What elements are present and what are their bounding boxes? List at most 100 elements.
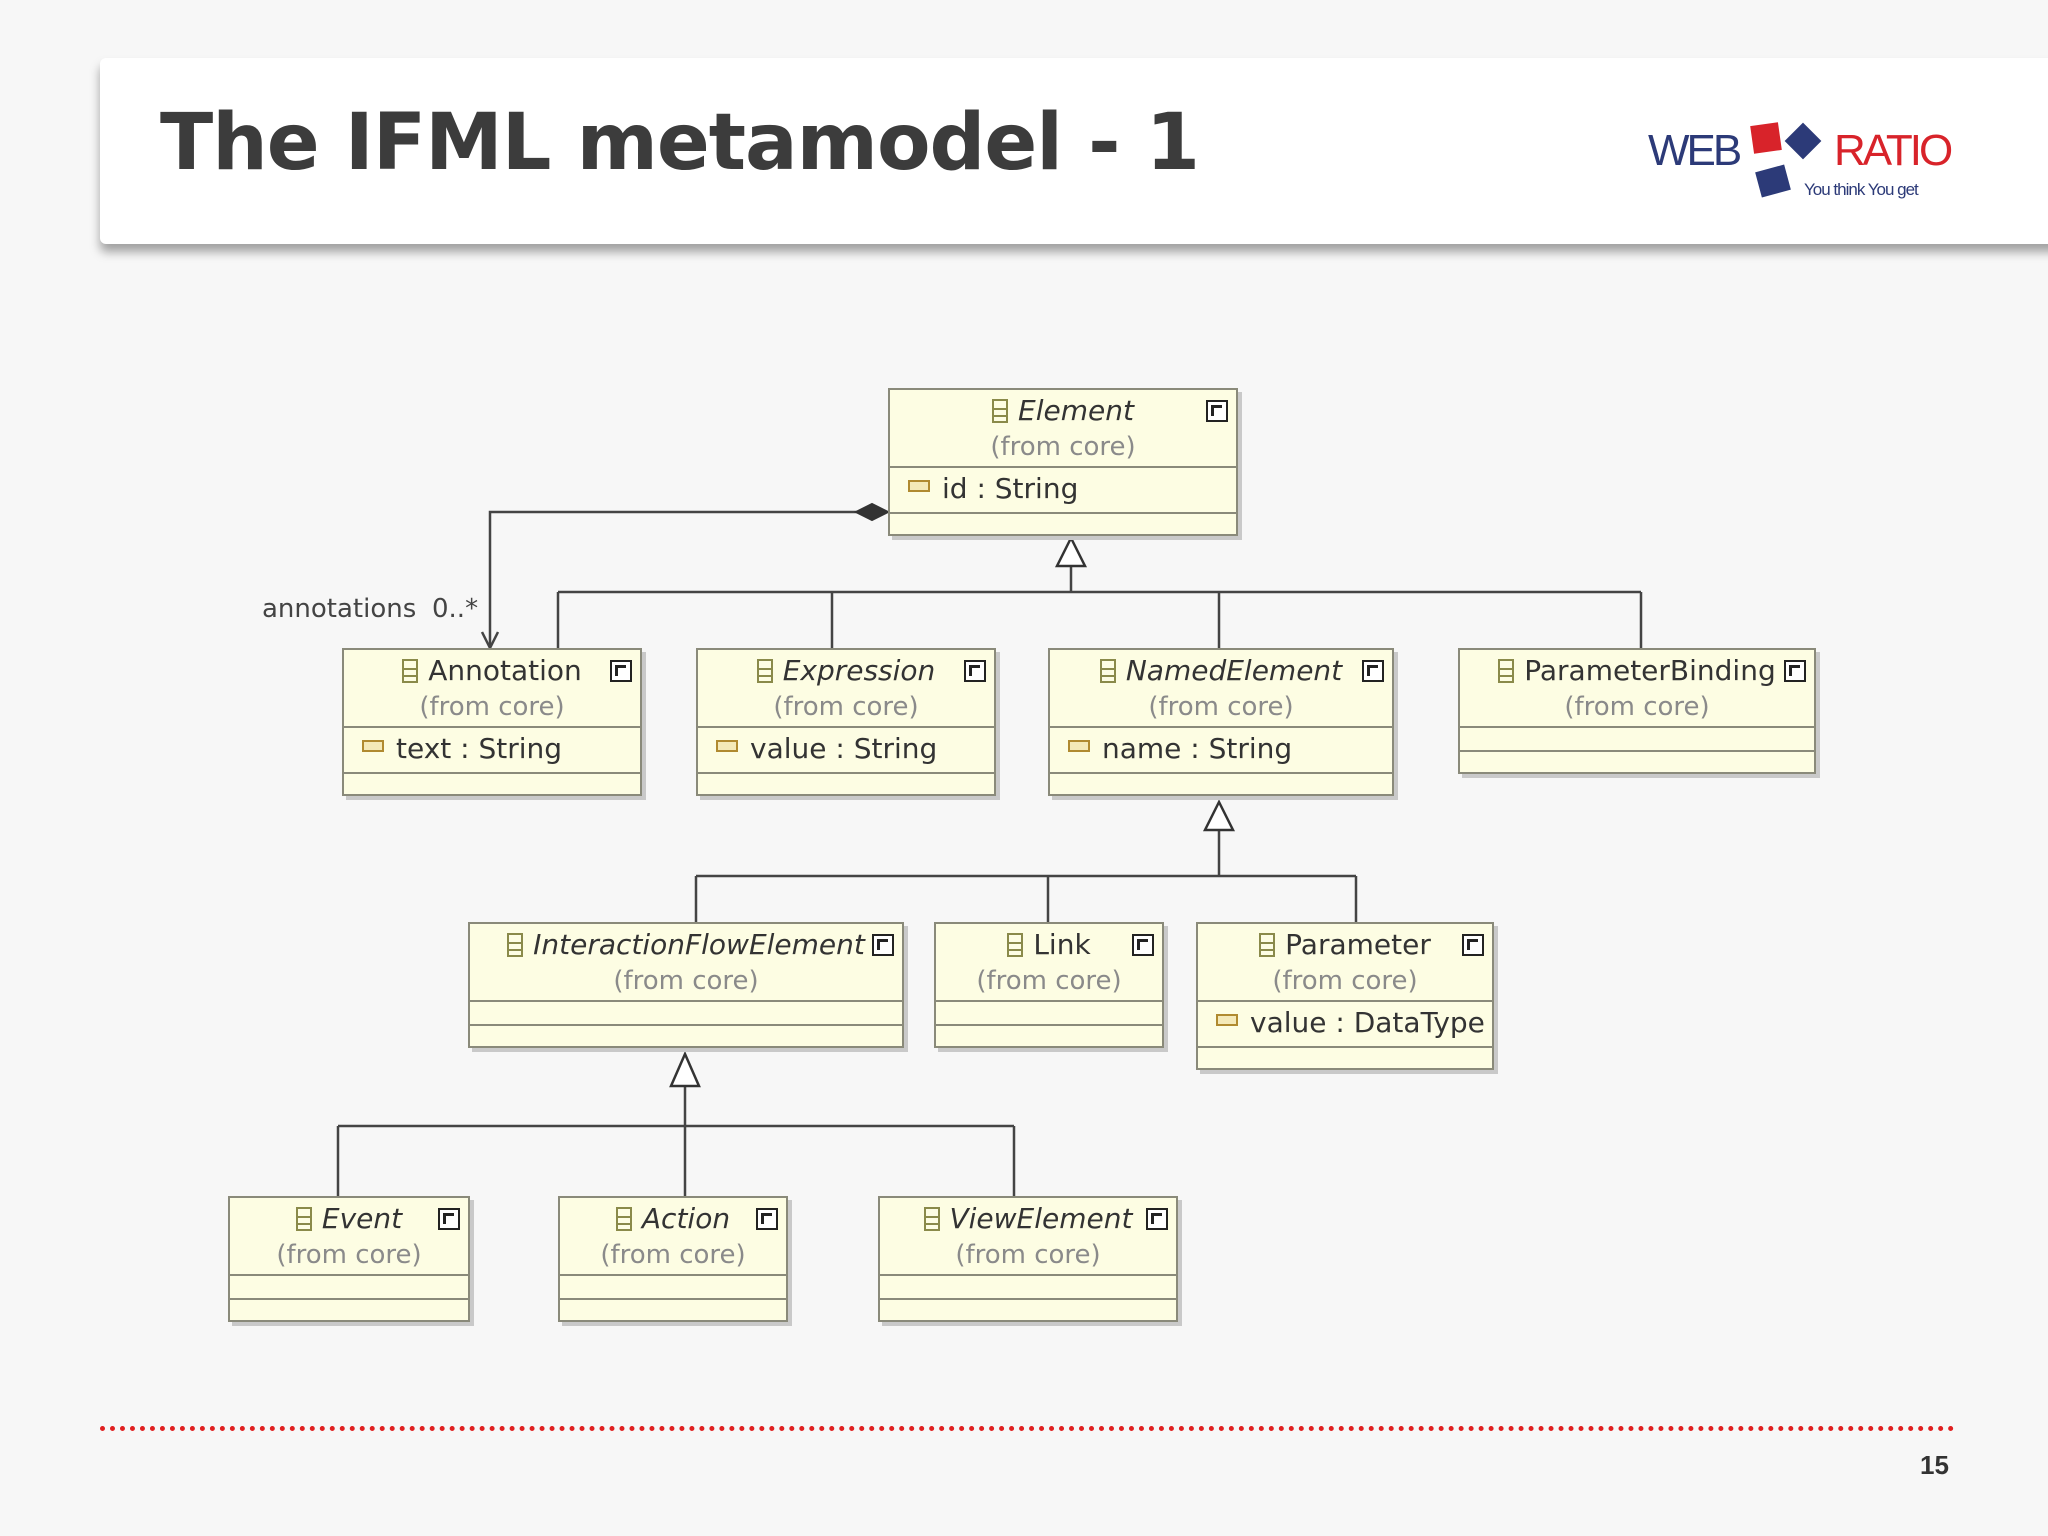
class-operations bbox=[936, 1026, 1162, 1046]
class-package: (from core) bbox=[955, 1240, 1101, 1270]
class-header: Parameter (from core) bbox=[1198, 924, 1492, 1002]
class-attributes: value : DataType bbox=[1198, 1002, 1492, 1048]
class-package: (from core) bbox=[613, 966, 759, 996]
class-operations bbox=[470, 1026, 902, 1046]
class-header: Element (from core) bbox=[890, 390, 1236, 468]
class-header: Annotation (from core) bbox=[344, 650, 640, 728]
attribute-icon bbox=[1068, 740, 1090, 752]
class-annotation[interactable]: Annotation (from core) text : String bbox=[342, 648, 642, 796]
attribute-icon bbox=[908, 480, 930, 492]
class-attributes: value : String bbox=[698, 728, 994, 774]
class-header: ViewElement (from core) bbox=[880, 1198, 1176, 1276]
class-icon bbox=[1259, 933, 1276, 957]
class-package: (from core) bbox=[600, 1240, 746, 1270]
association-role-label: annotations bbox=[262, 594, 417, 624]
class-attributes: text : String bbox=[344, 728, 640, 774]
shortcut-icon[interactable] bbox=[756, 1208, 778, 1230]
class-header: InteractionFlowElement (from core) bbox=[470, 924, 902, 1002]
class-icon bbox=[992, 399, 1009, 423]
attribute: value : DataType bbox=[1216, 1006, 1485, 1039]
class-operations bbox=[1460, 752, 1814, 772]
class-attributes: name : String bbox=[1050, 728, 1392, 774]
attribute-icon bbox=[1216, 1014, 1238, 1026]
attribute: name : String bbox=[1068, 732, 1292, 765]
class-name: Link bbox=[936, 928, 1162, 961]
class-name: Event bbox=[230, 1202, 468, 1235]
class-icon bbox=[615, 1207, 632, 1231]
shortcut-icon[interactable] bbox=[1132, 934, 1154, 956]
slide-header bbox=[100, 58, 2048, 244]
class-icon bbox=[1007, 933, 1024, 957]
class-attributes bbox=[936, 1002, 1162, 1026]
class-name: NamedElement bbox=[1050, 654, 1392, 687]
composition-line bbox=[488, 510, 860, 646]
class-name: Action bbox=[560, 1202, 786, 1235]
class-operations bbox=[1050, 774, 1392, 794]
class-name: ParameterBinding bbox=[1460, 654, 1814, 687]
class-operations bbox=[1198, 1048, 1492, 1068]
class-package: (from core) bbox=[1148, 692, 1294, 722]
association-multiplicity: 0..* bbox=[432, 594, 479, 624]
logo-ratio-text: RATIO bbox=[1834, 126, 1953, 175]
class-name: Annotation bbox=[344, 654, 640, 687]
class-icon bbox=[295, 1207, 312, 1231]
shortcut-icon[interactable] bbox=[1362, 660, 1384, 682]
attribute: id : String bbox=[908, 472, 1078, 505]
shortcut-icon[interactable] bbox=[1784, 660, 1806, 682]
class-parameter[interactable]: Parameter (from core) value : DataType bbox=[1196, 922, 1494, 1070]
class-attributes bbox=[880, 1276, 1176, 1300]
class-attributes: id : String bbox=[890, 468, 1236, 514]
shortcut-icon[interactable] bbox=[1146, 1208, 1168, 1230]
class-name: InteractionFlowElement bbox=[470, 928, 902, 961]
class-package: (from core) bbox=[990, 432, 1136, 462]
class-operations bbox=[230, 1300, 468, 1320]
composition-diamond-icon bbox=[853, 502, 891, 522]
class-icon bbox=[402, 659, 419, 683]
class-named-element[interactable]: NamedElement (from core) name : String bbox=[1048, 648, 1394, 796]
class-icon bbox=[1099, 659, 1116, 683]
class-name: Parameter bbox=[1198, 928, 1492, 961]
class-operations bbox=[344, 774, 640, 794]
webratio-logo: WEB RATIO You think You get bbox=[1648, 120, 1968, 210]
class-package: (from core) bbox=[773, 692, 919, 722]
class-header: Event (from core) bbox=[230, 1198, 468, 1276]
class-action[interactable]: Action (from core) bbox=[558, 1196, 788, 1322]
class-package: (from core) bbox=[976, 966, 1122, 996]
shortcut-icon[interactable] bbox=[1206, 400, 1228, 422]
generalization-triangle-element-icon bbox=[1054, 535, 1088, 568]
class-element[interactable]: Element (from core) id : String bbox=[888, 388, 1238, 536]
class-event[interactable]: Event (from core) bbox=[228, 1196, 470, 1322]
class-expression[interactable]: Expression (from core) value : String bbox=[696, 648, 996, 796]
shortcut-icon[interactable] bbox=[438, 1208, 460, 1230]
class-operations bbox=[890, 514, 1236, 534]
class-icon bbox=[756, 659, 773, 683]
footer-divider bbox=[100, 1426, 1955, 1431]
class-operations bbox=[698, 774, 994, 794]
class-link[interactable]: Link (from core) bbox=[934, 922, 1164, 1048]
generalization-triangle-namedelement-icon bbox=[1202, 799, 1236, 832]
class-operations bbox=[560, 1300, 786, 1320]
attribute-icon bbox=[716, 740, 738, 752]
class-icon bbox=[507, 933, 524, 957]
page-number: 15 bbox=[1920, 1450, 1949, 1480]
class-header: Action (from core) bbox=[560, 1198, 786, 1276]
class-package: (from core) bbox=[419, 692, 565, 722]
class-icon bbox=[923, 1207, 940, 1231]
slide-title: The IFML metamodel - 1 bbox=[160, 98, 1200, 188]
shortcut-icon[interactable] bbox=[1462, 934, 1484, 956]
class-parameter-binding[interactable]: ParameterBinding (from core) bbox=[1458, 648, 1816, 774]
class-attributes bbox=[1460, 728, 1814, 752]
shortcut-icon[interactable] bbox=[872, 934, 894, 956]
shortcut-icon[interactable] bbox=[610, 660, 632, 682]
class-attributes bbox=[560, 1276, 786, 1300]
class-attributes bbox=[230, 1276, 468, 1300]
class-icon bbox=[1498, 659, 1515, 683]
class-view-element[interactable]: ViewElement (from core) bbox=[878, 1196, 1178, 1322]
attribute: text : String bbox=[362, 732, 562, 765]
shortcut-icon[interactable] bbox=[964, 660, 986, 682]
class-header: Expression (from core) bbox=[698, 650, 994, 728]
class-header: ParameterBinding (from core) bbox=[1460, 650, 1814, 728]
class-interaction-flow-element[interactable]: InteractionFlowElement (from core) bbox=[468, 922, 904, 1048]
attribute-icon bbox=[362, 740, 384, 752]
class-package: (from core) bbox=[1564, 692, 1710, 722]
